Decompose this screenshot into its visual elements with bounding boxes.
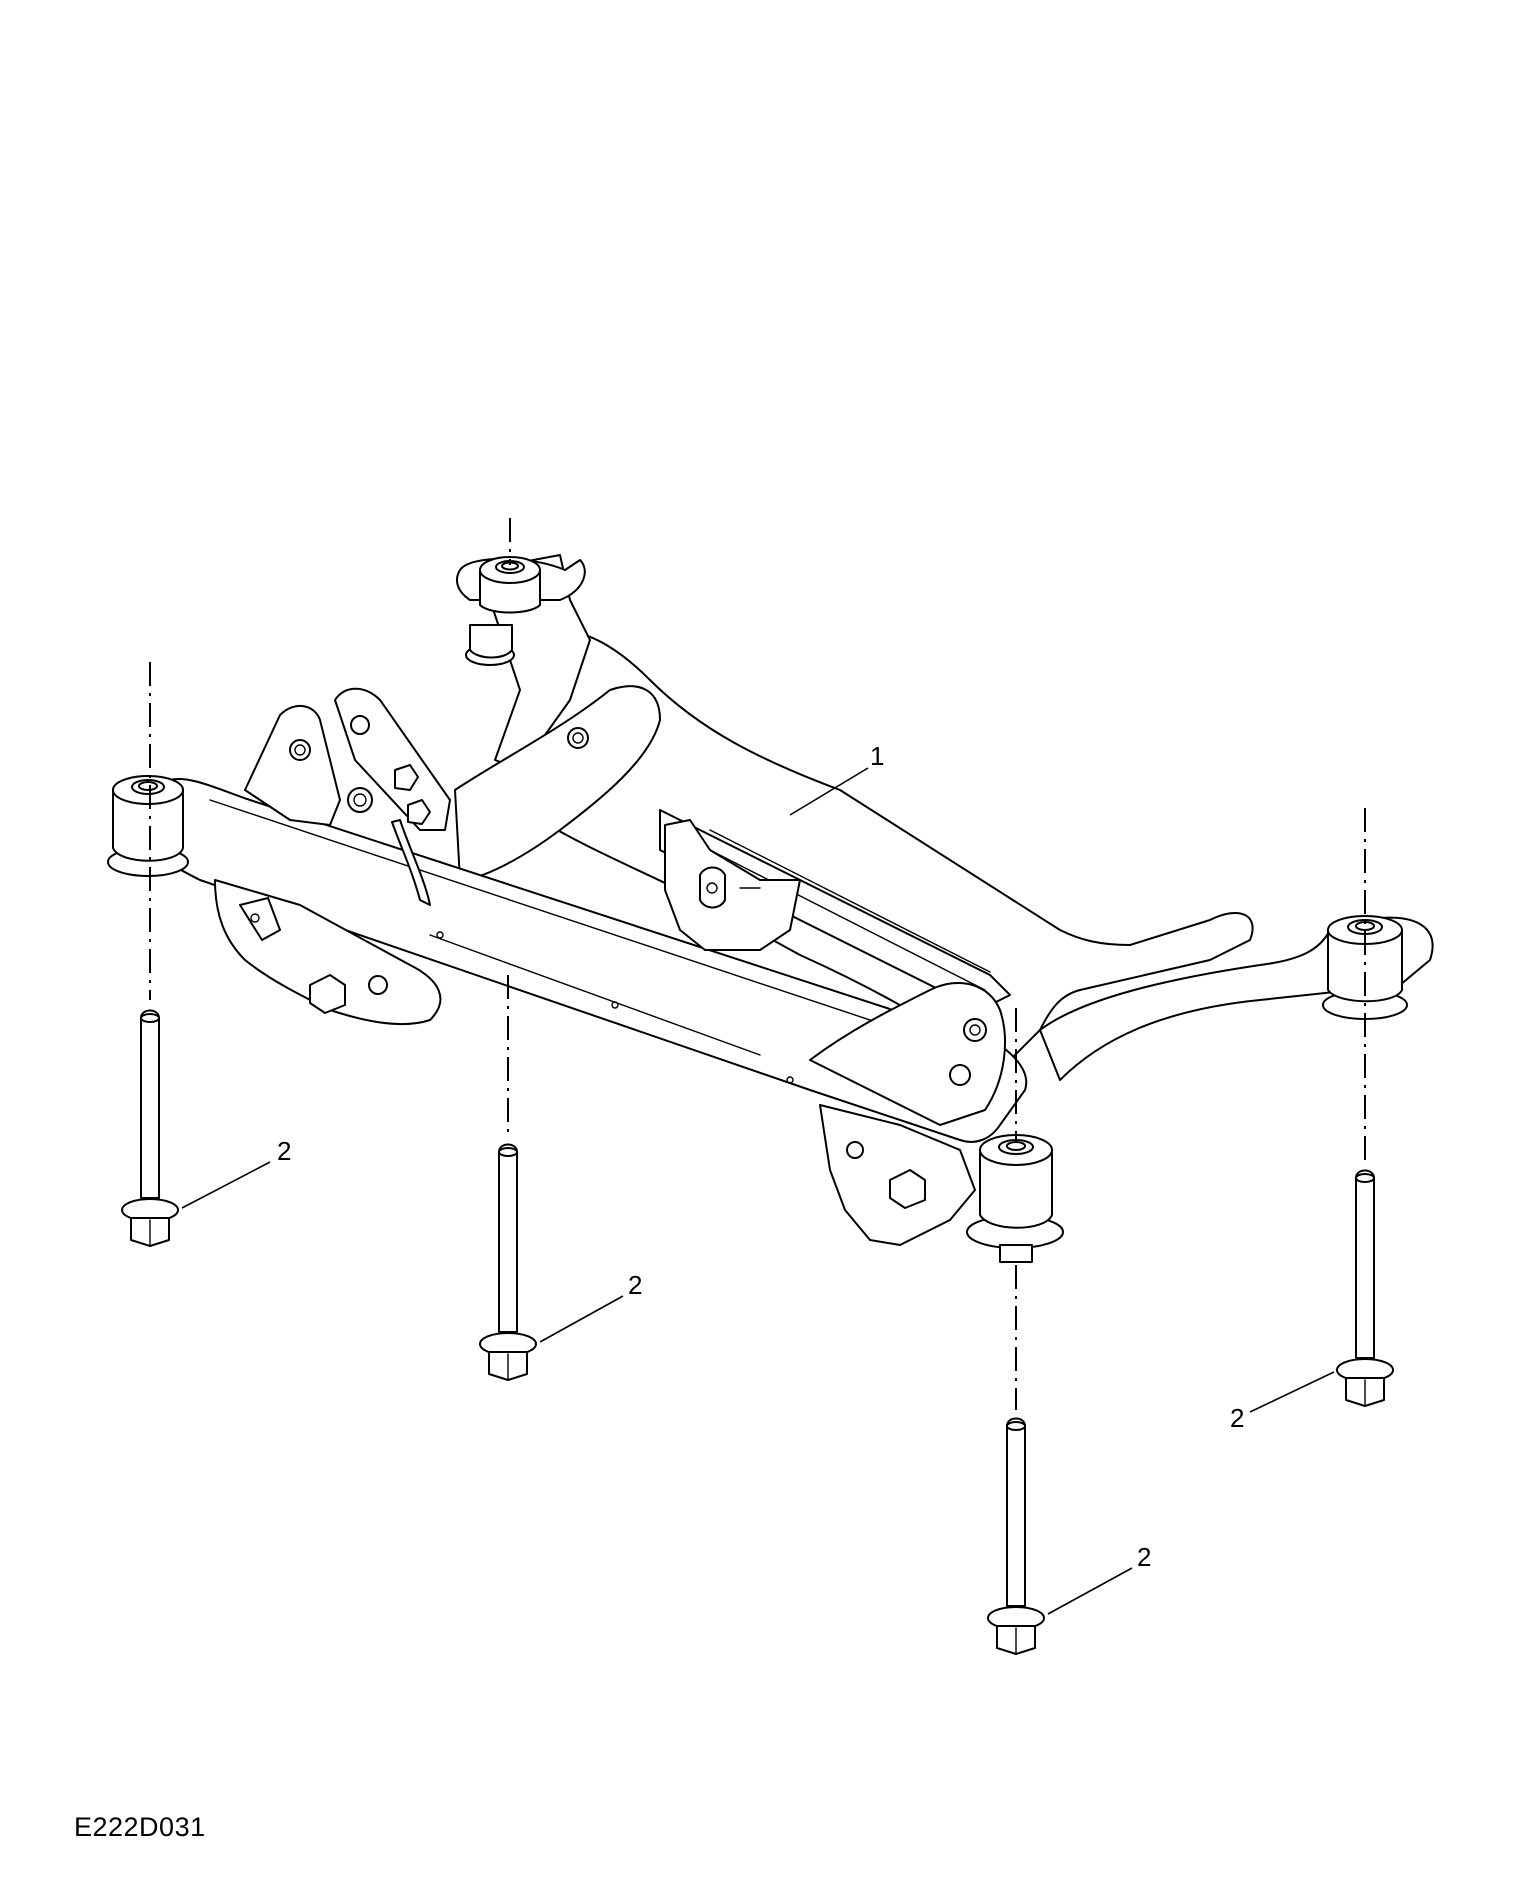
leader-bolt-front-right [1047,1567,1133,1615]
center-beam [659,809,1011,1011]
callout-bolt-center-left: 2 [628,1270,642,1300]
right-middle-bracket [664,819,801,951]
leader-subframe [789,767,869,816]
callout-bolt-right: 2 [1230,1403,1244,1433]
left-strap [391,819,431,906]
rear-subframe [107,554,1434,1263]
right-inner-bracket [809,981,1006,1126]
leader-lines [181,767,1335,1615]
right-hex-boss [889,1169,926,1209]
alignment-axes [149,518,1366,1410]
front-right-mount-bushing [966,1134,1064,1263]
callout-bolt-front-right: 2 [1137,1542,1151,1572]
leader-bolt-right [1249,1371,1335,1413]
leader-bolt-center-left [539,1295,624,1343]
left-upright-bracket [244,705,341,826]
bolt-front-right [987,1417,1045,1655]
bolt-center-left [479,1143,537,1381]
left-hex-boss [309,974,346,1014]
bolt-right [1336,1169,1394,1407]
callout-bolt-front-left: 2 [277,1136,291,1166]
front-left-mount-bushing [107,775,189,877]
leader-bolt-front-left [181,1161,271,1209]
rear-left-mount-bushing [456,556,586,666]
bolt-front-left [121,1009,179,1247]
figure-id-label: E222D031 [74,1812,206,1842]
center-brace [454,685,661,881]
right-lower-bracket [819,1104,976,1246]
callout-subframe: 1 [870,741,884,771]
right-mount-bushing [1322,915,1408,1020]
